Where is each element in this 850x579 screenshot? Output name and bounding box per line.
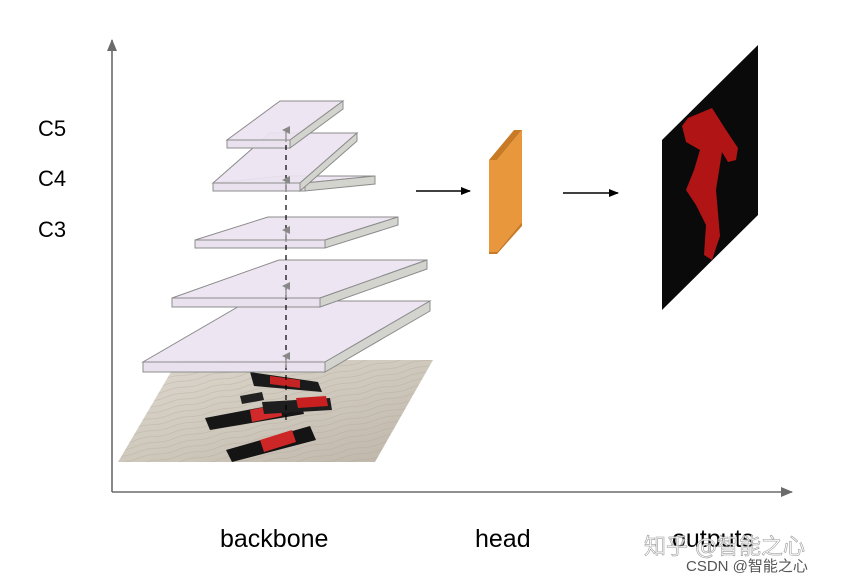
backbone-stack — [141, 100, 432, 420]
head-block — [489, 130, 522, 254]
segmentation-mask — [682, 108, 738, 260]
level-label-c5: C5 — [38, 116, 66, 141]
level-label-c3: C3 — [38, 217, 66, 242]
outputs-label: outputs — [672, 525, 754, 553]
input-image — [118, 360, 433, 462]
feature-layer-6 — [225, 100, 345, 149]
csdn-watermark: CSDN @智能之心 — [686, 557, 808, 575]
zhihu-watermark: 知乎 @智能之心 — [644, 535, 805, 560]
output-mask — [662, 45, 758, 310]
bottles-photo — [205, 372, 332, 462]
feature-layer-2 — [171, 259, 428, 308]
level-label-c4: C4 — [38, 166, 66, 191]
axes — [107, 39, 793, 497]
feature-layer-3 — [194, 216, 399, 249]
backbone-label: backbone — [220, 525, 328, 553]
feature-layer-5 — [211, 131, 359, 193]
feature-layer-1 — [141, 300, 432, 373]
head-label: head — [475, 525, 531, 553]
